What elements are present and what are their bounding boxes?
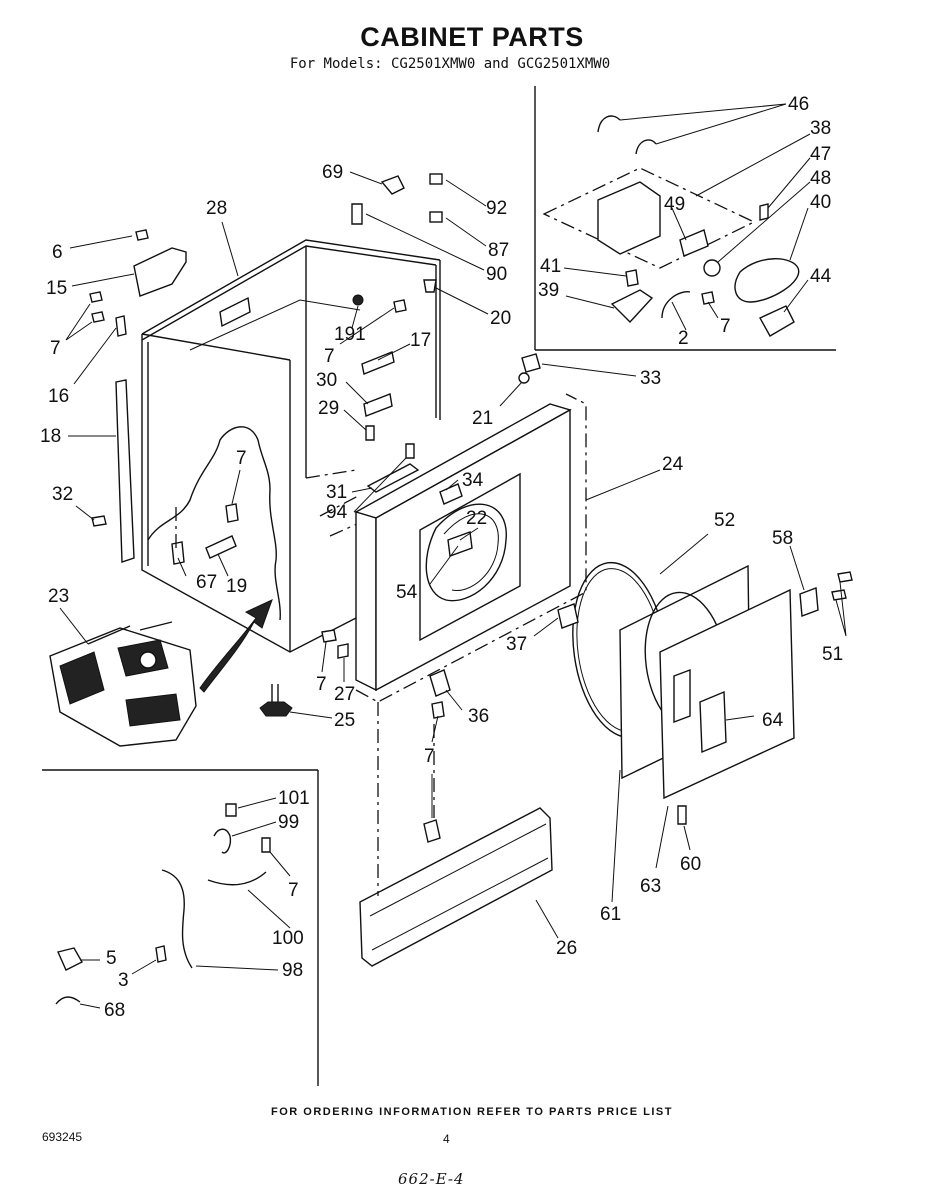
callout-37: 37 [506, 634, 527, 655]
page-number: 4 [443, 1132, 450, 1146]
callout-18: 18 [40, 426, 61, 447]
callout-29: 29 [318, 398, 339, 419]
callout-21: 21 [472, 408, 493, 429]
leader-lines [59, 103, 847, 1009]
callout-numbers: 46 38 47 48 40 49 41 39 44 7 2 69 92 87 … [40, 94, 843, 1021]
callout-68: 68 [104, 1000, 125, 1021]
callout-33: 33 [640, 368, 661, 389]
callout-7-cut: 7 [236, 448, 247, 469]
toe-panel-26 [359, 807, 553, 967]
callout-16: 16 [48, 386, 69, 407]
callout-3: 3 [118, 970, 129, 991]
callout-30: 30 [316, 370, 337, 391]
callout-2: 2 [678, 328, 689, 349]
callout-87: 87 [488, 240, 509, 261]
callout-41: 41 [540, 256, 561, 277]
callout-46: 46 [788, 94, 809, 115]
callout-58: 58 [772, 528, 793, 549]
callout-69: 69 [322, 162, 343, 183]
wiring-inset-parts [55, 803, 271, 1005]
callout-67: 67 [196, 572, 217, 593]
upper-right-inset-frame [534, 86, 836, 351]
callout-64: 64 [762, 710, 784, 731]
callout-52: 52 [714, 510, 735, 531]
callout-25: 25 [334, 710, 355, 731]
page-title: CABINET PARTS [360, 22, 584, 52]
callout-34: 34 [462, 470, 484, 491]
callout-63: 63 [640, 876, 661, 897]
callout-20: 20 [490, 308, 511, 329]
leveling-leg-25 [259, 684, 293, 717]
callout-101: 101 [278, 788, 310, 809]
handwritten-note: 662-E-4 [398, 1170, 465, 1188]
callout-51: 51 [822, 644, 843, 665]
callout-24: 24 [662, 454, 684, 475]
callout-90: 90 [486, 264, 507, 285]
callout-7-inset: 7 [720, 316, 731, 337]
callout-5: 5 [106, 948, 117, 969]
callout-47: 47 [810, 144, 831, 165]
alignment-lines [175, 495, 435, 896]
side-panel-18 [115, 379, 135, 563]
callout-39: 39 [538, 280, 559, 301]
callout-28: 28 [206, 198, 227, 219]
callout-61: 61 [600, 904, 621, 925]
callout-31: 31 [326, 482, 347, 503]
callout-44: 44 [810, 266, 832, 287]
callout-48: 48 [810, 168, 831, 189]
callout-7-inset2: 7 [288, 880, 299, 901]
callout-22: 22 [466, 508, 487, 529]
models-subtitle: For Models: CG2501XMW0 and GCG2501XMW0 [289, 56, 611, 72]
motor-assembly-23 [49, 599, 273, 747]
front-panel-24 [354, 393, 587, 703]
callout-100: 100 [272, 928, 304, 949]
door-assembly [572, 561, 795, 800]
callout-94: 94 [326, 502, 348, 523]
callout-49: 49 [664, 194, 685, 215]
callout-6: 6 [52, 242, 63, 263]
callout-7-left: 7 [50, 338, 61, 359]
callout-7-lower: 7 [424, 746, 435, 767]
callout-32: 32 [52, 484, 73, 505]
hardware-parts [89, 173, 853, 843]
callout-38: 38 [810, 118, 831, 139]
ordering-info-note: FOR ORDERING INFORMATION REFER TO PARTS … [271, 1106, 673, 1118]
callout-7-front: 7 [316, 674, 327, 695]
callout-60: 60 [680, 854, 701, 875]
callout-99: 99 [278, 812, 299, 833]
callout-26: 26 [556, 938, 577, 959]
callout-15: 15 [46, 278, 67, 299]
callout-17: 17 [410, 330, 431, 351]
callout-54: 54 [396, 582, 418, 603]
callout-7-top: 7 [324, 346, 335, 367]
callout-191: 191 [334, 324, 366, 345]
callout-36: 36 [468, 706, 489, 727]
lower-left-inset-frame [42, 769, 319, 1086]
callout-27: 27 [334, 684, 355, 705]
callout-23: 23 [48, 586, 69, 607]
igniter-inset-parts [542, 115, 800, 337]
callout-40: 40 [810, 192, 831, 213]
callout-19: 19 [226, 576, 247, 597]
callout-98: 98 [282, 960, 303, 981]
callout-92: 92 [486, 198, 507, 219]
document-number: 693245 [42, 1130, 83, 1144]
